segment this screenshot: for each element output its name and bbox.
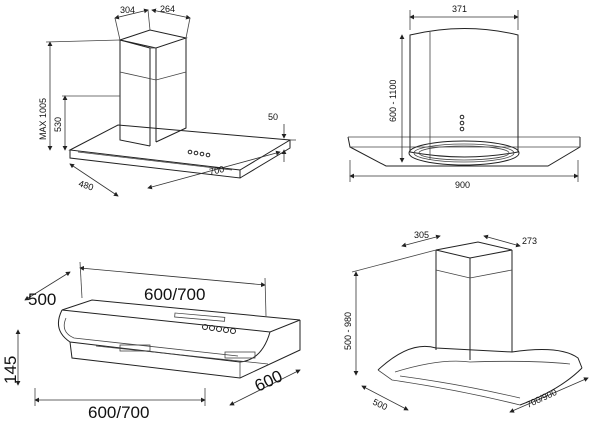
dim-900: 900 (455, 180, 470, 190)
dim-600-700-top: 600/700 (144, 285, 205, 304)
control-buttons-cylinder (459, 114, 465, 132)
dim-480: 480 (77, 178, 94, 192)
panel-bottom-right-glass-hood: 305 273 500 - 980 500 700/900 (343, 230, 589, 413)
dim-273: 273 (522, 236, 537, 246)
dim-145: 145 (1, 356, 20, 384)
dim-50: 50 (268, 112, 278, 122)
control-buttons-standard (202, 324, 236, 334)
hood-front-visor (57, 309, 271, 363)
chimney-glass-hood (435, 241, 513, 360)
glass-canopy-curved (377, 345, 583, 371)
dim-max-1005: MAX 1005 (38, 98, 48, 140)
glass-canopy (347, 136, 581, 167)
dim-600-1100: 600 - 1100 (388, 80, 398, 122)
dim-305: 305 (414, 230, 429, 240)
dim-500-980: 500 - 980 (343, 312, 353, 350)
dim-700-900: 700/900 (525, 387, 559, 410)
dim-600-700-bottom: 600/700 (88, 403, 149, 422)
dim-500-left: 500 (28, 290, 56, 309)
dim-530: 530 (53, 117, 63, 132)
panel-top-right-cylinder-hood: 371 600 - 1100 900 (347, 4, 581, 190)
panel-top-left-island-hood: 304 264 MAX 1005 530 50 480 700 (38, 4, 296, 197)
hood-top (61, 299, 301, 333)
dim-371: 371 (452, 4, 467, 14)
canopy-top-face (68, 124, 292, 171)
canopy-side-face (239, 140, 291, 179)
dim-304: 304 (120, 5, 135, 15)
panel-bottom-left-standard-hood: 500 600/700 145 600 600/700 (1, 261, 301, 422)
chimney (118, 29, 188, 147)
dim-264: 264 (160, 4, 175, 14)
dim-700-top: 700 (208, 164, 225, 177)
cylinder-body (408, 28, 520, 166)
dim-600-right: 600 (252, 366, 286, 395)
control-buttons (187, 149, 211, 158)
